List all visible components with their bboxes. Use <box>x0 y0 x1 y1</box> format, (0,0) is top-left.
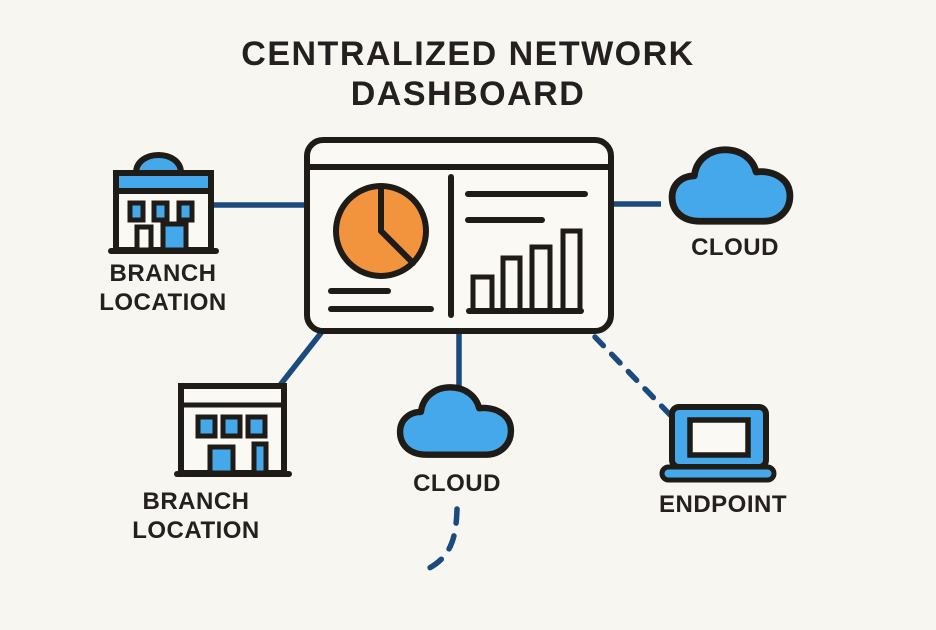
building-window <box>245 414 268 439</box>
building-window <box>151 200 170 223</box>
connector-dashboard-endpoint-dashed <box>592 334 679 424</box>
branch-top-building-icon <box>108 152 219 254</box>
branch-bottom-building-icon <box>174 383 292 477</box>
cloud-right-label: CLOUD <box>691 234 779 261</box>
building-window <box>195 414 218 439</box>
dashboard-icon <box>304 137 614 334</box>
building-door <box>160 221 189 253</box>
building-roof-band <box>113 170 214 194</box>
endpoint-label: ENDPOINT <box>658 491 788 518</box>
cloud-right-icon <box>668 146 794 225</box>
bar-chart-icon <box>466 228 584 314</box>
cloud-bottom-icon <box>396 384 515 458</box>
endpoint-laptop-icon <box>659 404 777 483</box>
laptop-screen <box>687 417 751 458</box>
cloud-bottom-label: CLOUD <box>413 470 501 497</box>
branch-bottom-label: BRANCH LOCATION <box>132 488 260 544</box>
diagram-title: CENTRALIZED NETWORK DASHBOARD <box>241 35 695 114</box>
building-door <box>134 224 154 253</box>
connector-cloud-bottom-trailing-dashed <box>418 506 460 575</box>
pie-chart-icon <box>333 183 429 279</box>
building-door <box>207 444 236 476</box>
building-window <box>220 414 243 439</box>
laptop-base <box>659 464 777 483</box>
building-window <box>127 200 146 223</box>
building-window <box>176 200 195 223</box>
connector-dashboard-branch-bottom <box>274 330 324 392</box>
building-door <box>251 441 269 476</box>
branch-top-label: BRANCH LOCATION <box>99 260 227 316</box>
